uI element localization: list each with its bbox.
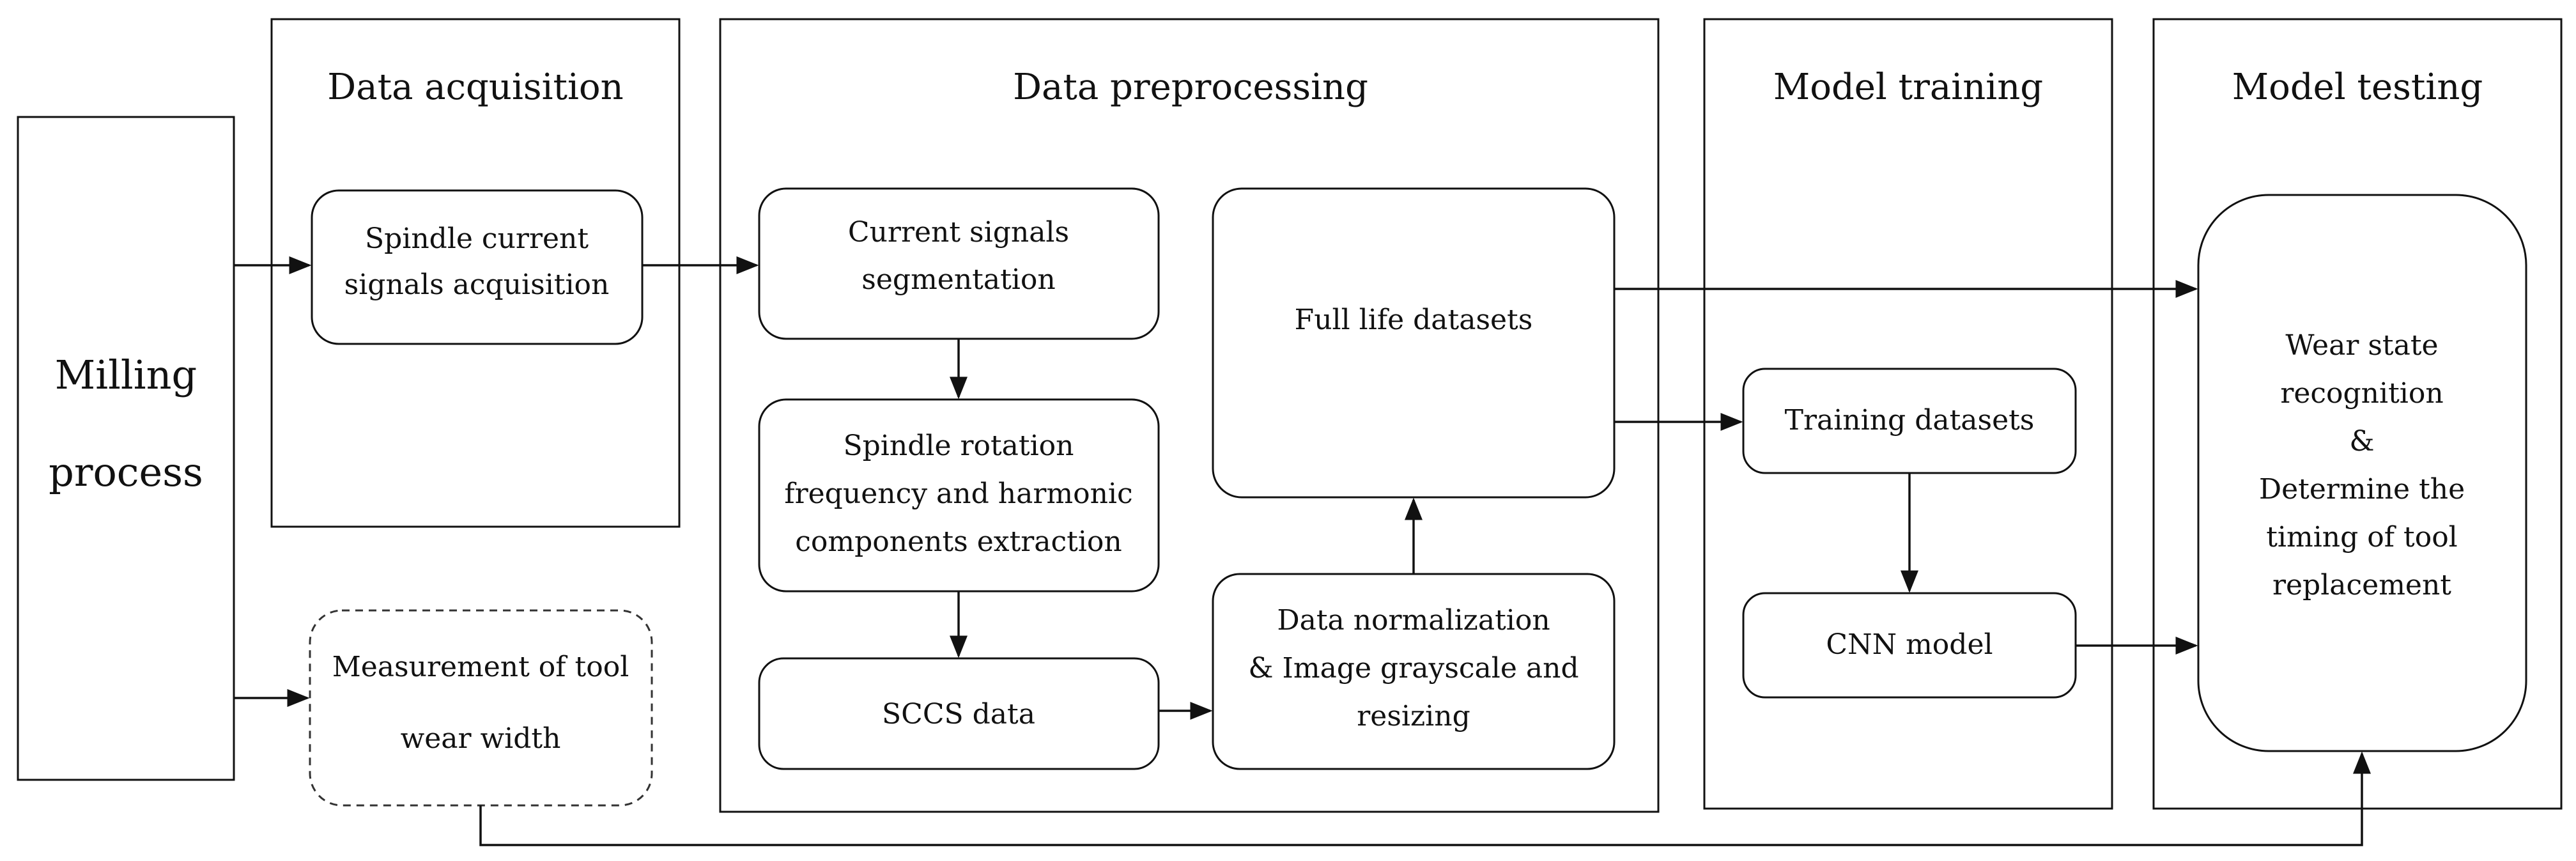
sccs-data-label: SCCS data — [882, 698, 1035, 731]
wear-state-line-3: & — [2349, 425, 2374, 458]
wear-state-node — [2197, 194, 2527, 752]
milling-process-label-line-2: process — [49, 449, 203, 495]
full-life-datasets-node — [1212, 187, 1616, 499]
sccs-data-node — [758, 657, 1160, 770]
milling-process-box — [17, 116, 235, 781]
normalization-line-2: & Image grayscale and — [1248, 652, 1578, 685]
extraction-line-1: Spindle rotation — [843, 430, 1074, 462]
data-preprocessing-panel — [719, 18, 1660, 813]
measurement-node — [309, 609, 653, 807]
spindle-acquisition-line-2: signals acquisition — [344, 268, 610, 301]
cnn-model-label: CNN model — [1826, 628, 1993, 661]
model-testing-title: Model testing — [2232, 66, 2483, 108]
spindle-acquisition-node — [311, 189, 644, 345]
milling-process-label-line-1: Milling — [55, 352, 197, 398]
normalization-line-1: Data normalization — [1277, 604, 1550, 637]
arrow-measurement-to-wear-state — [479, 751, 2371, 846]
wear-state-line-1: Wear state — [2285, 329, 2438, 362]
measurement-line-1: Measurement of tool — [332, 651, 629, 683]
data-preprocessing-title: Data preprocessing — [1013, 66, 1368, 108]
extraction-line-3: components extraction — [795, 525, 1122, 558]
full-life-datasets-label: Full life datasets — [1295, 304, 1533, 336]
measurement-line-2: wear width — [401, 722, 561, 755]
connectors — [234, 256, 2371, 846]
model-testing-panel — [2152, 18, 2563, 810]
wear-state-line-5: timing of tool — [2266, 521, 2458, 554]
training-datasets-label: Training datasets — [1785, 404, 2035, 437]
data-acquisition-panel — [270, 18, 681, 528]
segmentation-line-2: segmentation — [861, 263, 1055, 296]
wear-state-line-6: replacement — [2272, 569, 2451, 601]
extraction-line-2: frequency and harmonic — [784, 477, 1132, 510]
data-acquisition-title: Data acquisition — [327, 66, 623, 108]
normalization-line-3: resizing — [1357, 700, 1470, 733]
wear-state-line-2: recognition — [2280, 377, 2443, 410]
model-training-title: Model training — [1773, 66, 2043, 108]
wear-state-line-4: Determine the — [2259, 473, 2465, 506]
spindle-acquisition-line-1: Spindle current — [365, 222, 589, 255]
segmentation-line-1: Current signals — [848, 216, 1069, 249]
model-training-panel — [1703, 18, 2113, 810]
